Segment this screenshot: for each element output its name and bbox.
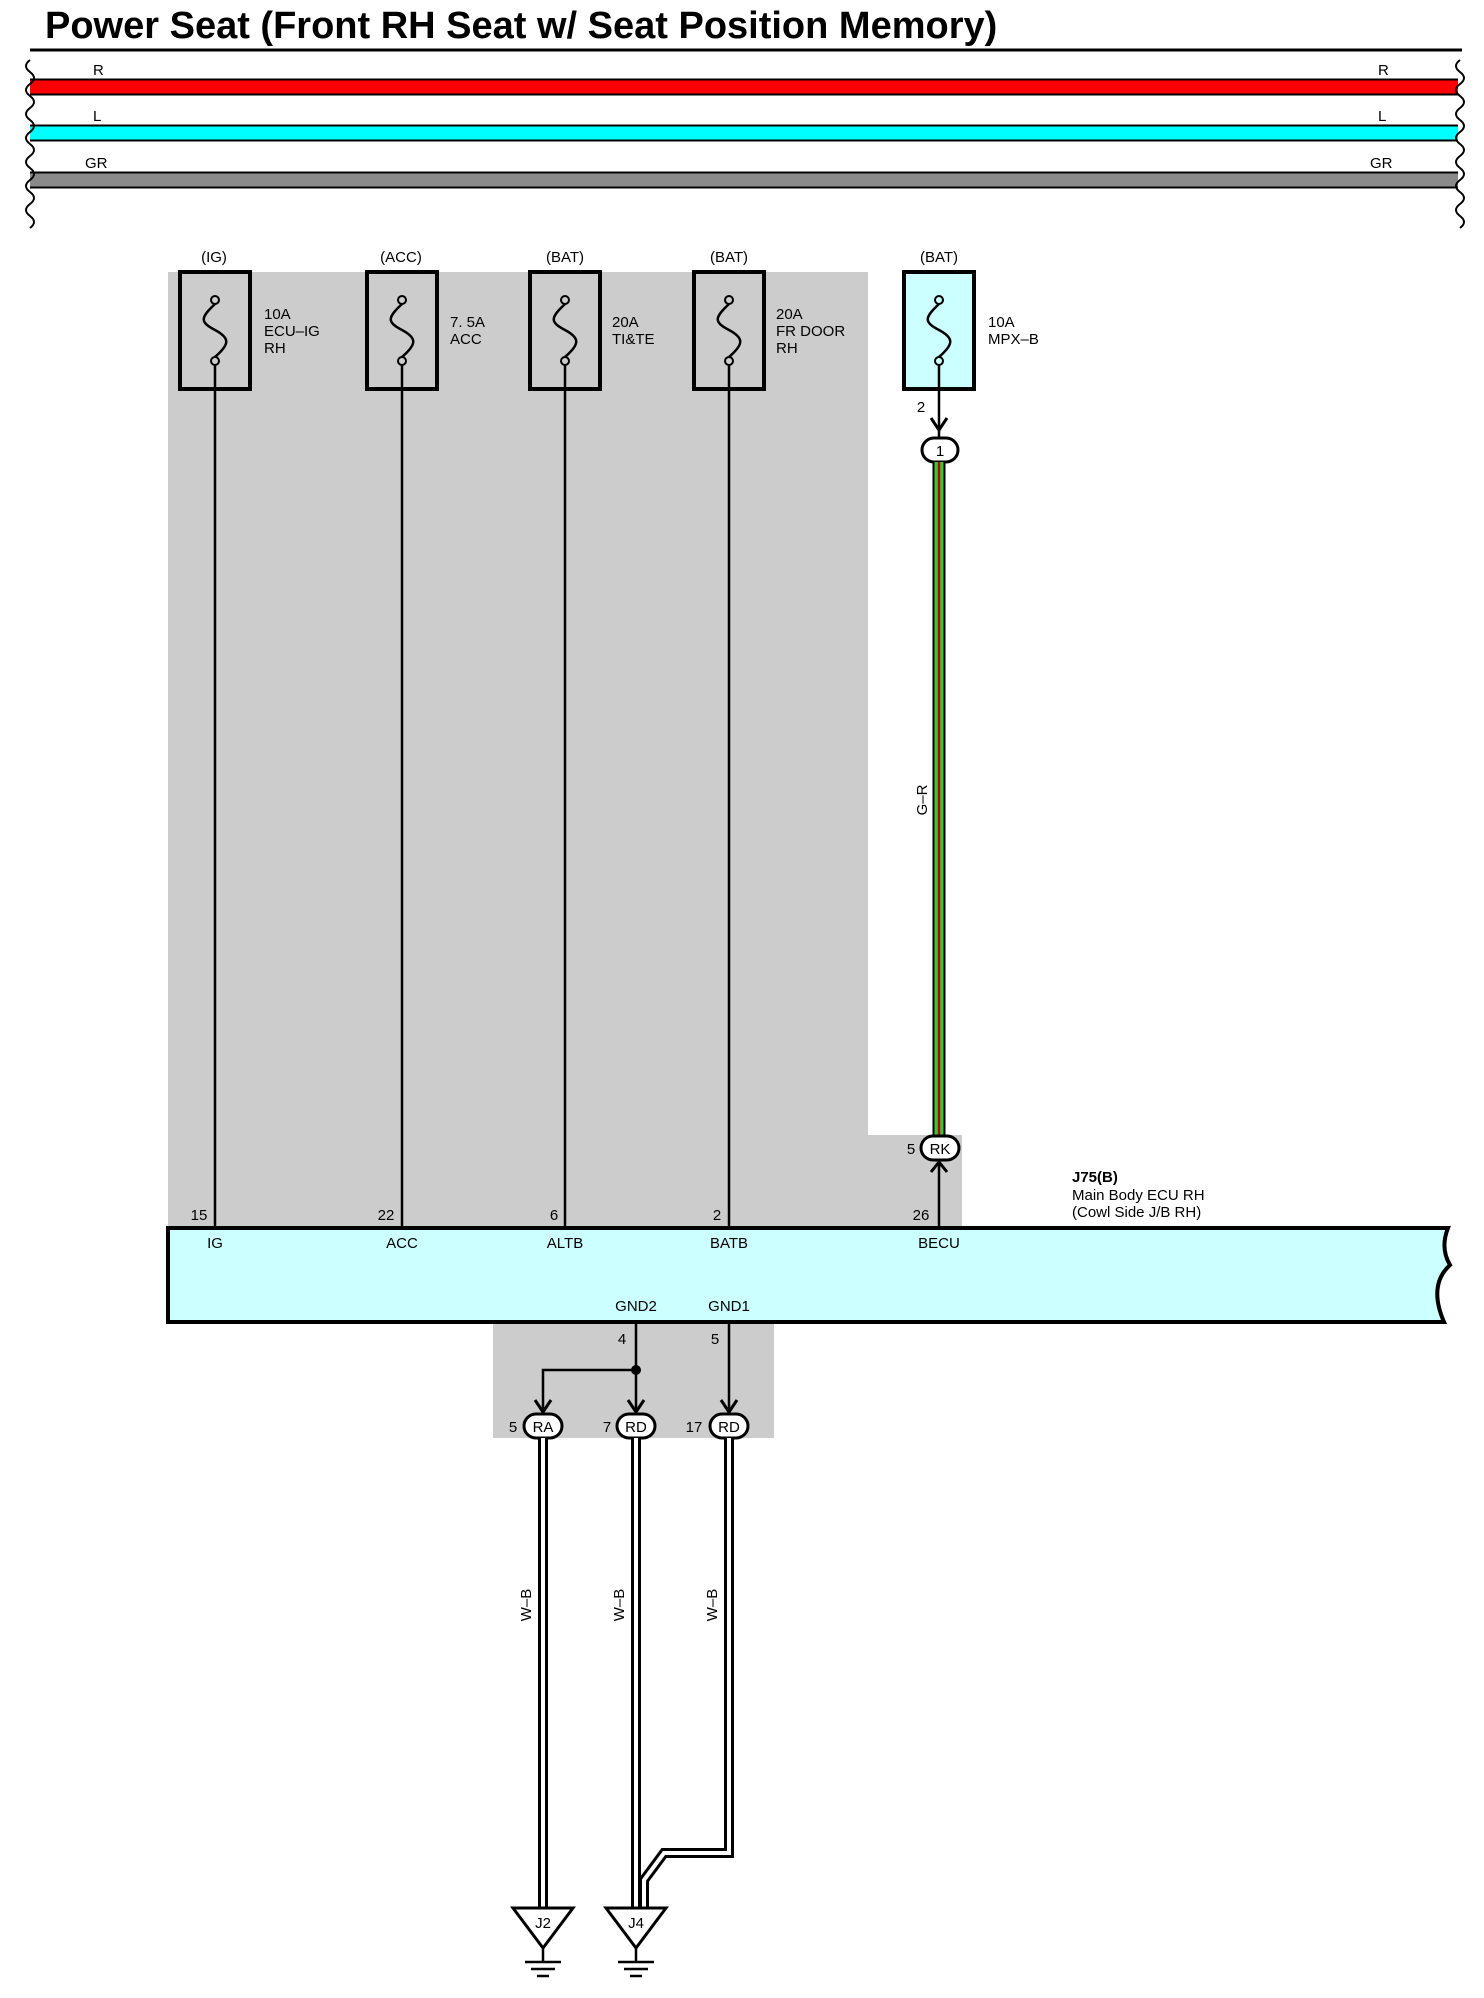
ground-triangle-icon [510,1906,576,1951]
bus-r: R R [30,62,1458,96]
fuse-mpx-b: (BAT) 10A MPX–B [902,249,1039,391]
fuse-name: FR DOOR [776,323,845,340]
wire-color-label: W–B [611,1589,628,1622]
wire-w-b-2: W–B [611,1438,641,1908]
ecu-pin-name: GND2 [615,1298,657,1315]
ecu-pin-number: 5 [711,1331,719,1348]
wire-w-b-1: W–B [518,1438,548,1908]
connector-pin: 5 [509,1419,517,1436]
bus-l-label-left: L [93,108,101,125]
bus-r-label-left: R [93,62,104,79]
connector-pin: 17 [686,1419,703,1436]
fuse-rating: 7. 5A [450,314,485,331]
wire-color-label: G–R [914,784,931,815]
fuse-element-icon [202,303,228,358]
wire-color-label: W–B [704,1589,721,1622]
fuse-name: ECU–IG [264,323,320,340]
connector-arrow-icon [533,1399,553,1415]
main-body-ecu: 15 22 6 2 26 IG ACC ALTB BATB BECU GND2 … [166,1207,1453,1324]
connector-code: RD [625,1419,647,1436]
ground-point-j2: J2 [510,1906,576,1978]
ecu-pin-number: 22 [378,1207,395,1224]
fuse-name: TI&TE [612,331,655,348]
fuse-element-icon [552,303,578,358]
fuse-wires [213,365,731,1228]
ecu-pin-number: 15 [191,1207,208,1224]
fuse-source-label: (ACC) [380,249,422,266]
connector-arrow-icon [719,1399,739,1415]
fuse-source-label: (IG) [201,249,227,266]
fuse-source-label: (BAT) [546,249,584,266]
fuse-name-2: RH [776,340,798,357]
bus-break-right [1455,59,1465,229]
ground-code: J4 [628,1915,644,1932]
fuse-acc: (ACC) 7. 5A ACC [365,249,485,391]
fuse-element-icon [716,303,742,358]
bus-break-left [25,59,35,229]
ecu-pin-name: GND1 [708,1298,750,1315]
fuse-rating: 20A [776,306,803,323]
ecu-pin-name: ACC [386,1235,418,1252]
ecu-pin-name: IG [207,1235,223,1252]
fuse-source-label: (BAT) [710,249,748,266]
wire-color-label: W–B [518,1589,535,1622]
connector-pin: 7 [603,1419,611,1436]
bus-gr-label-left: GR [85,155,108,172]
ecu-pin-number: 6 [550,1207,558,1224]
fuse-element-icon [926,303,952,358]
ecu-ref: J75(B) [1072,1169,1118,1186]
ecu-pin-name: ALTB [547,1235,583,1252]
mpx-b-circuit: 2 1 G–R RK 5 [907,365,961,1228]
ecu-pin-number: 2 [713,1207,721,1224]
connector-code: RK [930,1141,951,1158]
bus-gr-label-right: GR [1370,155,1393,172]
fuse-ti-te: (BAT) 20A TI&TE [528,249,655,391]
bus-r-label-right: R [1378,62,1389,79]
connector-code: RD [718,1419,740,1436]
connector-pin: 5 [907,1141,915,1158]
connector-arrow-icon [929,417,949,433]
ground-circuits: 4 5 RA 5 RD 7 RD 17 W–B W–B [509,1322,750,1978]
fuse-name-2: RH [264,340,286,357]
fuse-rating: 10A [988,314,1015,331]
ecu-pin-number: 26 [913,1207,930,1224]
ground-point-j4: J4 [603,1906,669,1978]
ecu-box [166,1226,1453,1324]
page-title: Power Seat (Front RH Seat w/ Seat Positi… [45,5,997,47]
fuse-name: ACC [450,331,482,348]
ecu-pin-number: 4 [618,1331,626,1348]
power-buses: R R L L GR GR [25,59,1465,229]
junction-block-shading [168,272,962,1438]
ecu-label: J75(B) Main Body ECU RH (Cowl Side J/B R… [1072,1169,1205,1221]
ecu-location: (Cowl Side J/B RH) [1072,1204,1201,1221]
fuse-rating: 20A [612,314,639,331]
ecu-pin-name: BATB [710,1235,748,1252]
bus-l-label-right: L [1378,108,1386,125]
ground-triangle-icon [603,1906,669,1951]
fuse-fr-door-rh: (BAT) 20A FR DOOR RH [692,249,845,391]
ecu-pin-name: BECU [918,1235,960,1252]
fuse-element-icon [389,303,415,358]
fuse-rating: 10A [264,306,291,323]
connector-code: RA [533,1419,554,1436]
fuse-name: MPX–B [988,331,1039,348]
ground-code: J2 [535,1915,551,1932]
connector-arrow-icon [626,1399,646,1415]
junction-connector-label: 1 [936,443,944,460]
bus-l: L L [30,108,1458,142]
fuse-output-pin: 2 [917,399,925,416]
bus-gr: GR GR [30,155,1458,189]
fuse-source-label: (BAT) [920,249,958,266]
ecu-name: Main Body ECU RH [1072,1187,1205,1204]
fuse-ecu-ig-rh: (IG) 10A ECU–IG RH [178,249,320,391]
wire-w-b-3: W–B [639,1438,734,1908]
